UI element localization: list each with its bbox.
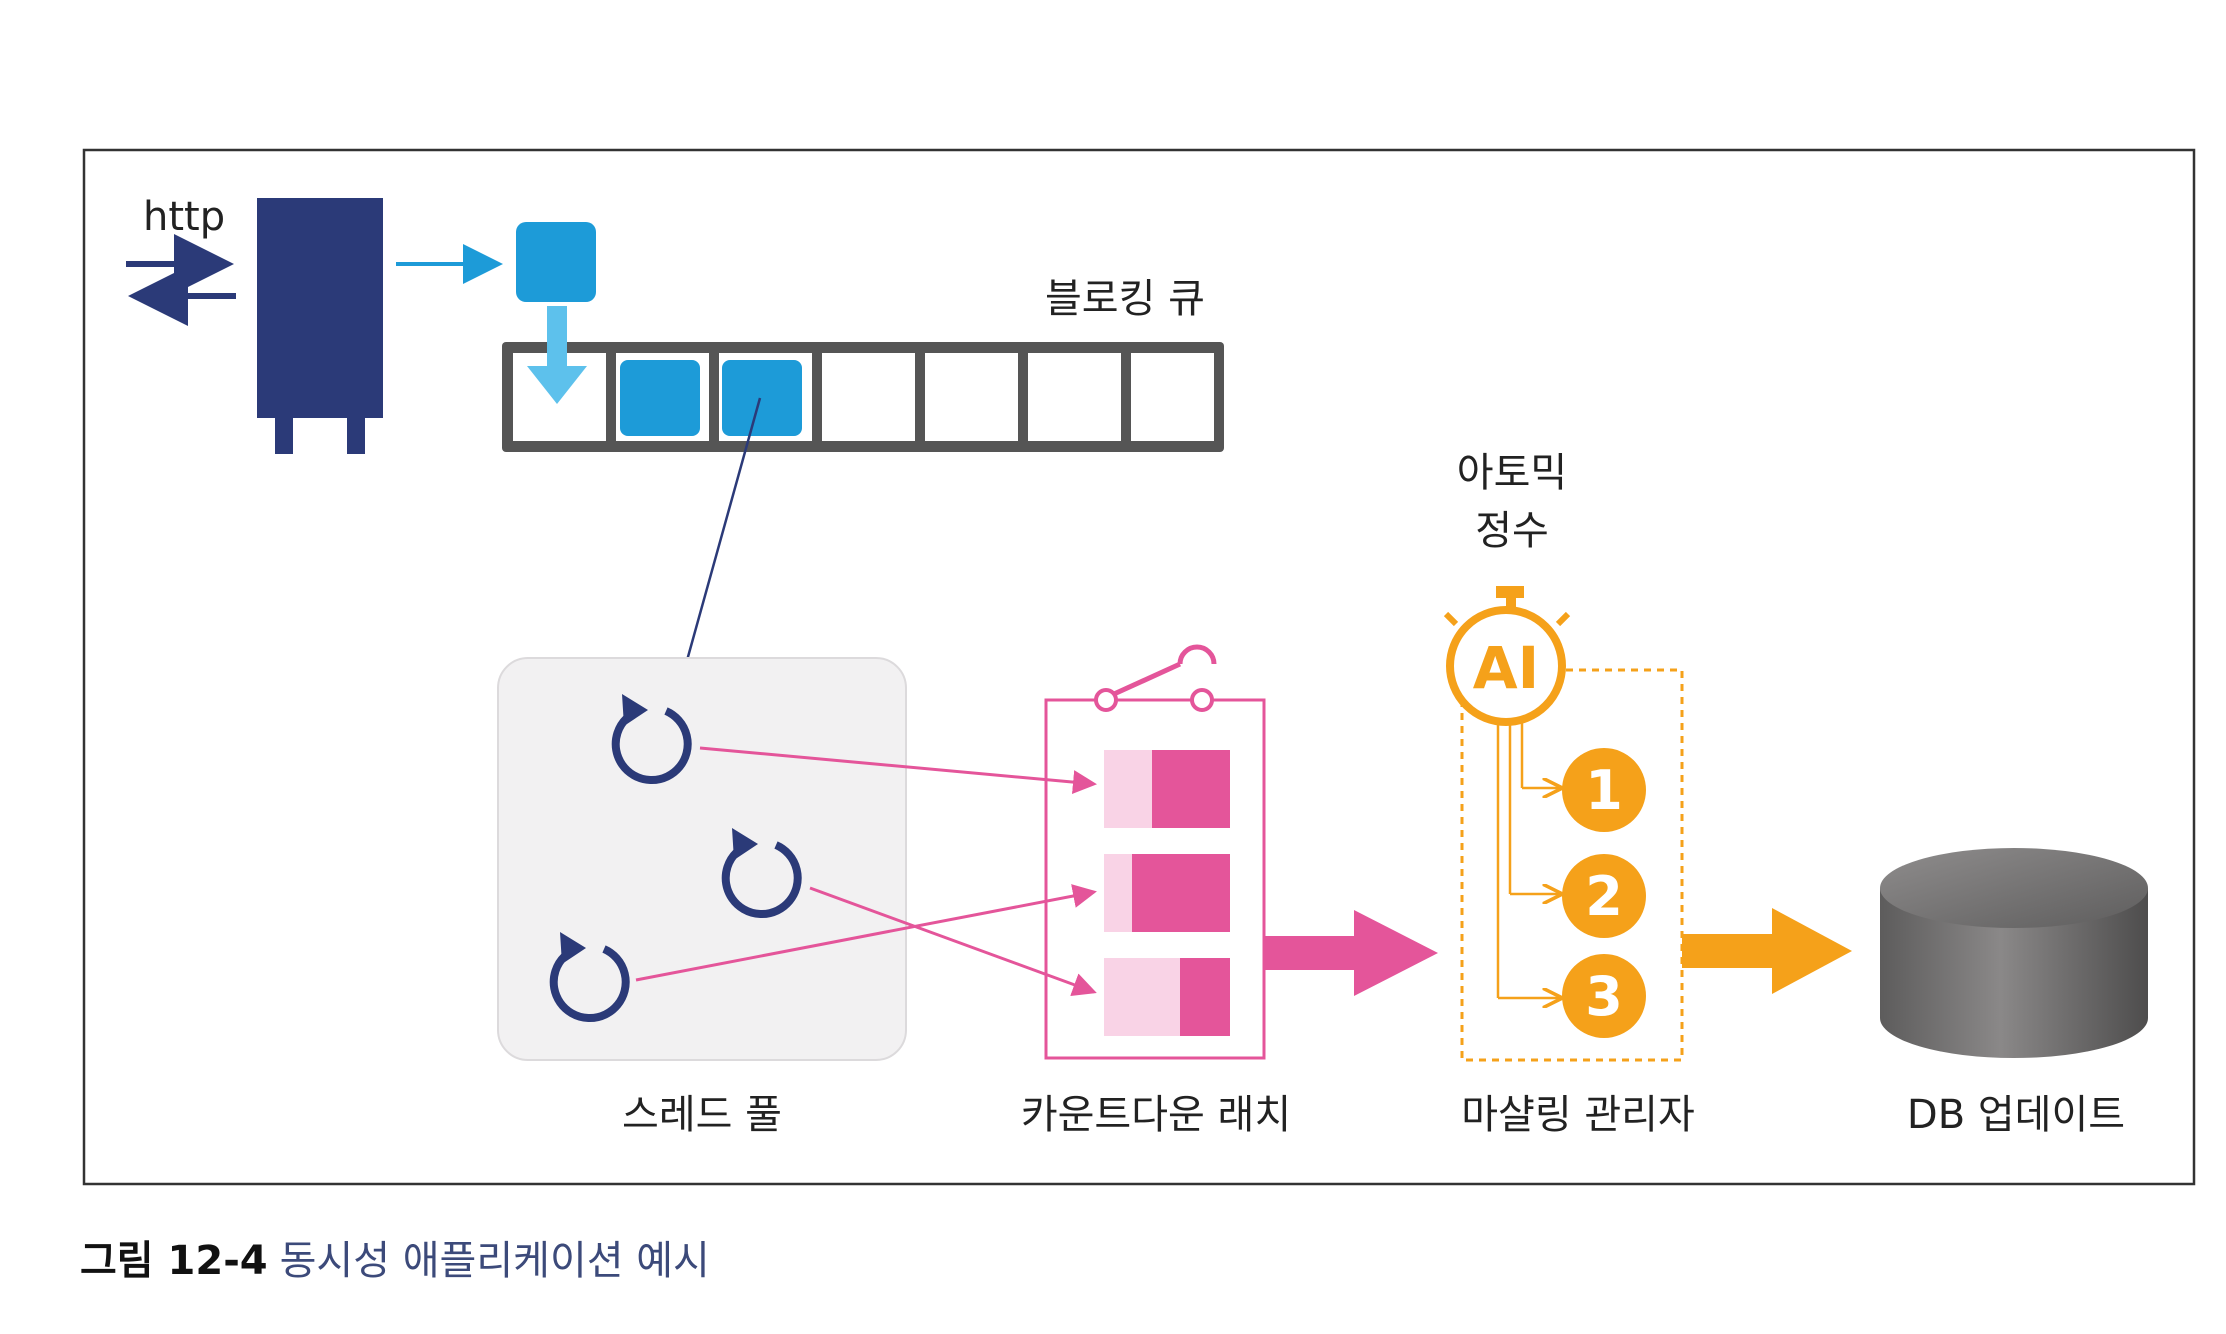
figure-caption-text: 동시성 애플리케이션 예시 xyxy=(279,1238,710,1284)
step-badge-1: 1 xyxy=(1562,748,1646,832)
thread-icon xyxy=(611,694,692,785)
svg-text:2: 2 xyxy=(1585,865,1623,928)
blocking-queue xyxy=(502,342,1224,452)
thread-to-latch-arrow xyxy=(699,746,1097,795)
figure-number: 그림 12-4 xyxy=(80,1238,268,1284)
svg-text:1: 1 xyxy=(1585,759,1623,822)
stopwatch-icon xyxy=(1443,586,1571,726)
atomic-integer-label: 아토믹 xyxy=(1457,450,1567,496)
db-update-label: DB 업데이트 xyxy=(1907,1092,2125,1138)
latch-to-manager-arrow xyxy=(1264,910,1438,996)
counter-branches xyxy=(1496,722,1560,998)
marshalling-manager-box xyxy=(1460,668,1684,1062)
ai-badge: AI xyxy=(1473,634,1539,702)
thread-icon xyxy=(549,932,630,1023)
incoming-request-item xyxy=(516,222,596,302)
step-badge-3: 3 xyxy=(1562,954,1646,1038)
atomic-integer-label: 정수 xyxy=(1475,508,1549,554)
thread-pool-label: 스레드 풀 xyxy=(622,1092,782,1138)
diagram-frame xyxy=(82,148,2196,1186)
step-badge-2: 2 xyxy=(1562,854,1646,938)
latch-switch-icon xyxy=(1094,644,1217,712)
svg-text:3: 3 xyxy=(1585,965,1623,1028)
countdown-latch-label: 카운트다운 래치 xyxy=(1021,1092,1291,1138)
thread-to-latch-arrow xyxy=(635,884,1097,982)
database-icon xyxy=(1880,848,2148,1058)
http-label: http xyxy=(143,194,225,240)
enqueue-arrow-icon xyxy=(527,306,587,404)
marshalling-manager-label: 마샬링 관리자 xyxy=(1461,1092,1695,1138)
http-arrows-icon xyxy=(126,234,236,326)
blocking-queue-label: 블로킹 큐 xyxy=(1045,276,1205,322)
queue-item-2 xyxy=(722,360,802,436)
manager-to-db-arrow xyxy=(1682,908,1852,994)
server-icon xyxy=(257,198,383,454)
queue-item-1 xyxy=(620,360,700,436)
dequeue-arrow xyxy=(669,397,762,705)
countdown-latch xyxy=(1044,644,1266,1060)
thread-icon xyxy=(721,828,802,919)
